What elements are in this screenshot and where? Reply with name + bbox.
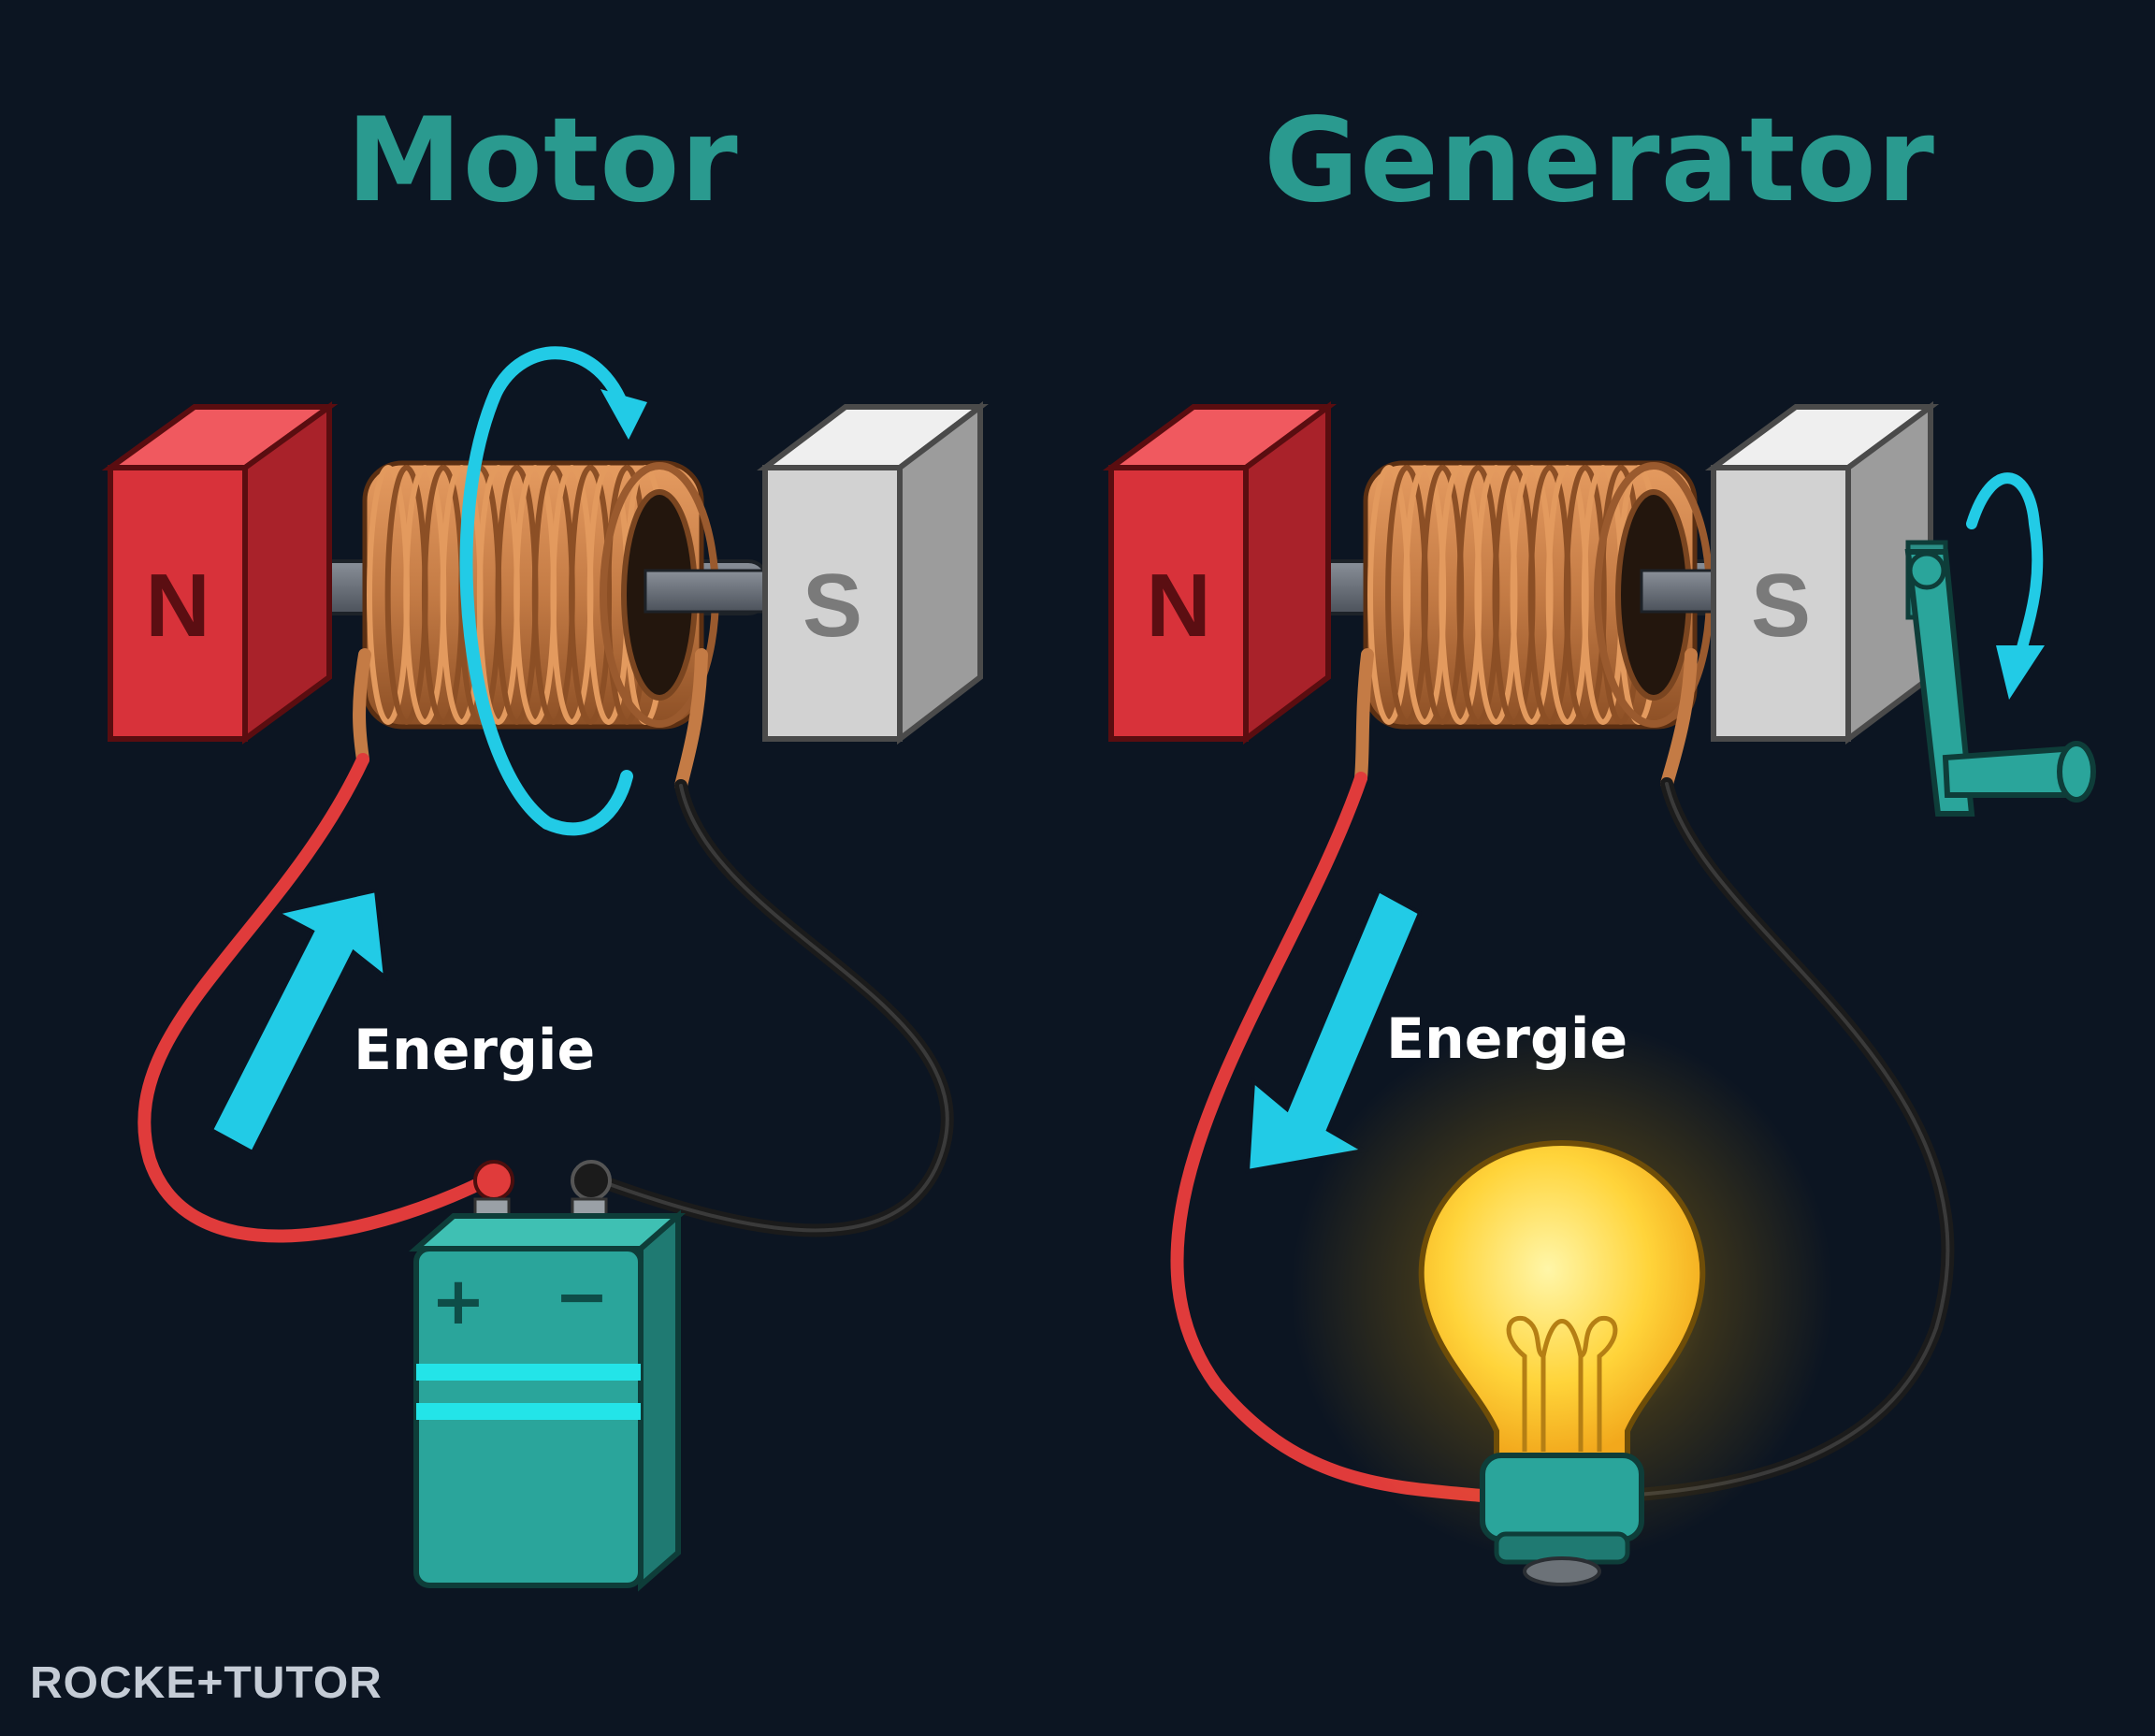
rotation-arrow-icon (1966, 472, 2045, 700)
motor-coil (362, 460, 719, 730)
south-pole-label: S (803, 556, 862, 656)
hand-crank-icon (1904, 540, 2096, 817)
motor-north-magnet: N (101, 401, 339, 745)
generator-title: Generator (1264, 94, 1935, 228)
north-pole-label: N (145, 556, 210, 656)
motor-assembly: N S (101, 346, 989, 1592)
generator-south-magnet: S (1704, 401, 1940, 745)
motor-red-wire (137, 753, 493, 1243)
motor-energy-label: Energie (354, 1018, 596, 1083)
light-bulb-icon (1291, 1020, 1833, 1586)
south-pole-label: S (1751, 556, 1811, 656)
generator-north-magnet: N (1102, 401, 1338, 745)
motor-black-wire (592, 779, 954, 1237)
rotation-arrow-icon (459, 346, 647, 836)
motor-south-magnet: S (757, 400, 989, 745)
energy-arrow-icon (209, 888, 388, 1155)
north-pole-label: N (1146, 556, 1210, 656)
brand-logo: ROCKE+TUTOR (30, 1658, 383, 1708)
battery-minus-label: − (555, 1258, 610, 1335)
generator-assembly: N S (1102, 401, 2096, 1586)
battery-icon: + − (409, 1160, 686, 1592)
motor-title: Motor (346, 94, 739, 228)
generator-energy-label: Energie (1386, 1006, 1628, 1072)
battery-plus-label: + (431, 1263, 486, 1339)
